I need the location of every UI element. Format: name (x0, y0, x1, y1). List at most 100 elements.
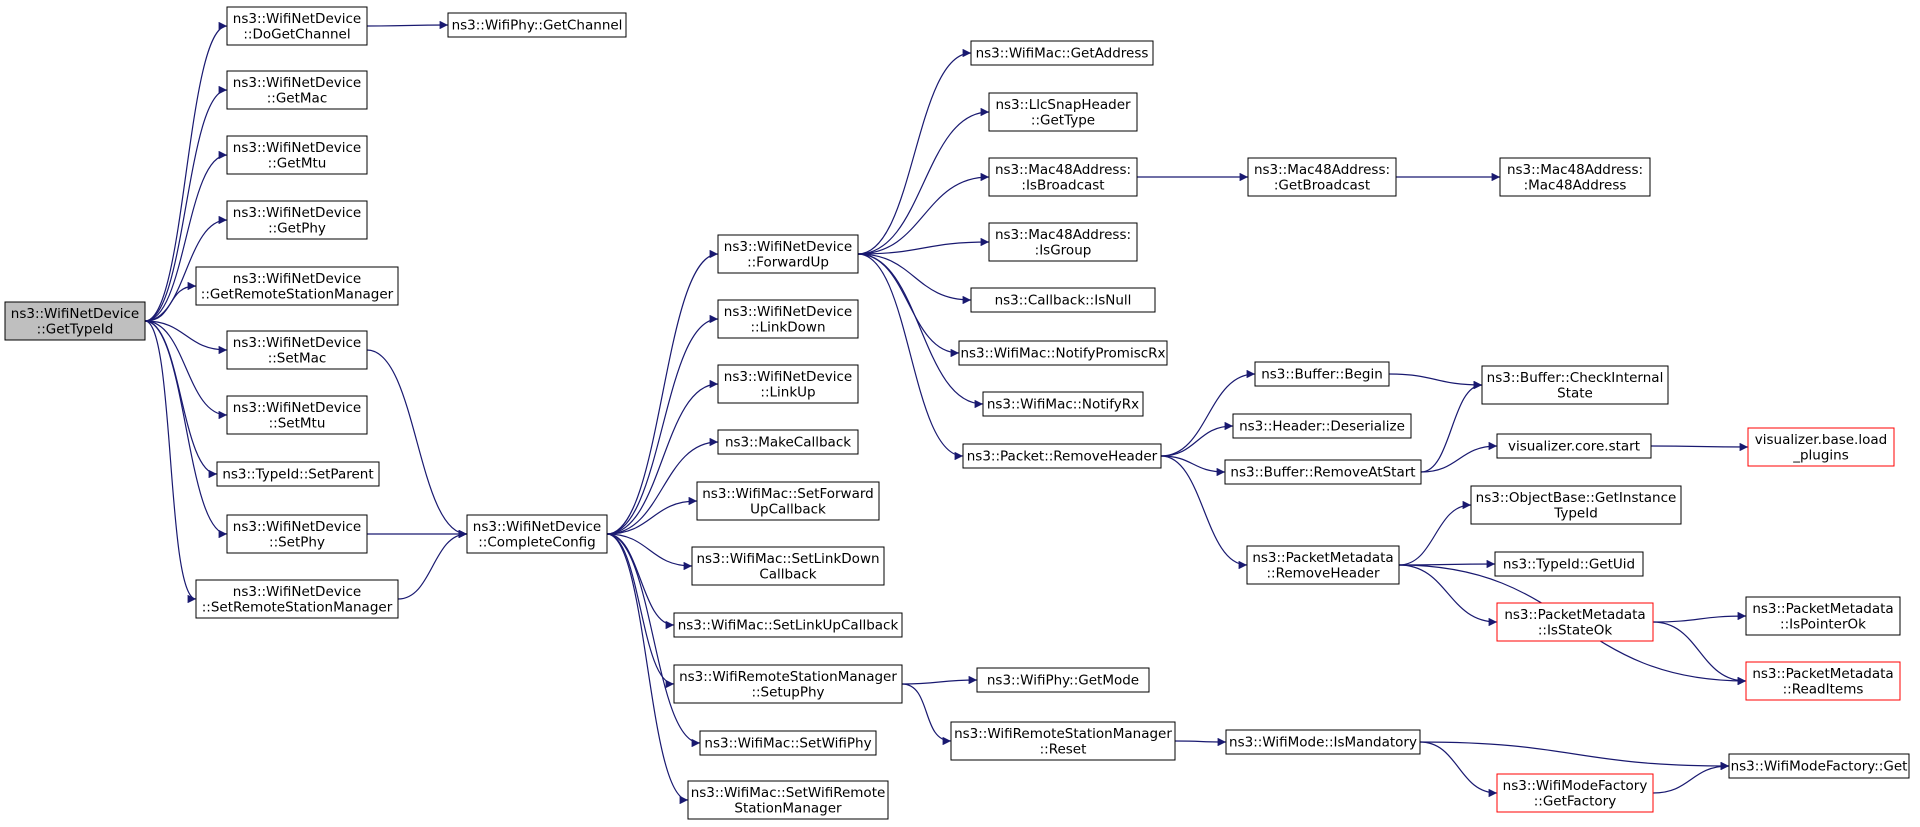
node-forward-up[interactable]: ns3::WifiNetDevice::ForwardUp (717, 234, 859, 274)
node-label-line: ns3::WifiMac::SetForward (702, 486, 873, 502)
node-type-id-get-uid[interactable]: ns3::TypeId::GetUid (1494, 551, 1644, 577)
node-mode-factory-get[interactable]: ns3::WifiModeFactory::Get (1728, 753, 1910, 779)
node-set-mac[interactable]: ns3::WifiNetDevice::SetMac (226, 330, 368, 370)
node-set-link-up-cb[interactable]: ns3::WifiMac::SetLinkUpCallback (673, 612, 903, 638)
node-set-wifi-rsm[interactable]: ns3::WifiMac::SetWifiRemoteStationManage… (687, 780, 889, 820)
node-root[interactable]: ns3::WifiNetDevice::GetTypeId (4, 301, 146, 341)
node-label-line: ns3::WifiModeFactory::Get (1731, 759, 1908, 775)
node-make-callback[interactable]: ns3::MakeCallback (717, 429, 859, 455)
node-link-down[interactable]: ns3::WifiNetDevice::LinkDown (717, 299, 859, 339)
edge-is-mandatory-to-get-factory (1419, 741, 1498, 798)
edge-set-rsm-to-complete-config (397, 529, 468, 600)
node-hdr-deserialize[interactable]: ns3::Header::Deserialize (1232, 413, 1412, 439)
node-set-mtu[interactable]: ns3::WifiNetDevice::SetMtu (226, 395, 368, 435)
node-label-line: ns3::WifiNetDevice (724, 369, 852, 385)
node-complete-config[interactable]: ns3::WifiNetDevice::CompleteConfig (466, 514, 608, 554)
node-set-phy[interactable]: ns3::WifiNetDevice::SetPhy (226, 514, 368, 554)
node-buf-begin[interactable]: ns3::Buffer::Begin (1254, 361, 1390, 387)
node-is-mandatory[interactable]: ns3::WifiMode::IsMandatory (1225, 729, 1421, 755)
node-label-line: ::ForwardUp (747, 254, 829, 270)
node-label-line: ns3::WifiPhy::GetMode (987, 673, 1139, 689)
node-notify-promisc-rx[interactable]: ns3::WifiMac::NotifyPromiscRx (958, 340, 1168, 366)
node-box (447, 12, 627, 38)
edge-pm-remove-header-to-get-instance-type-id (1398, 500, 1472, 566)
node-label-line: TypeId (1553, 505, 1598, 521)
node-label-line: ns3::Buffer::CheckInternal (1487, 370, 1664, 386)
node-set-parent[interactable]: ns3::TypeId::SetParent (216, 461, 380, 487)
node-setup-phy[interactable]: ns3::WifiRemoteStationManager::SetupPhy (673, 664, 903, 704)
node-notify-rx[interactable]: ns3::WifiMac::NotifyRx (982, 391, 1144, 417)
node-rsm-reset[interactable]: ns3::WifiRemoteStationManager::Reset (950, 721, 1176, 761)
node-phy-get-channel[interactable]: ns3::WifiPhy::GetChannel (447, 12, 627, 38)
node-pm-read-items[interactable]: ns3::PacketMetadata::ReadItems (1745, 661, 1901, 701)
node-get-mtu[interactable]: ns3::WifiNetDevice::GetMtu (226, 135, 368, 175)
node-label-line: ::GetMtu (268, 155, 327, 171)
node-buf-remove-at-start[interactable]: ns3::Buffer::RemoveAtStart (1224, 459, 1422, 485)
node-box (1224, 459, 1422, 485)
edge-root-to-get-phy (144, 215, 228, 322)
node-viz-start[interactable]: visualizer.core.start (1496, 433, 1652, 459)
edge-get-factory-to-mode-factory-get (1652, 761, 1730, 794)
node-label-line: ns3::Mac48Address: (995, 227, 1131, 243)
node-pkt-remove-header[interactable]: ns3::Packet::RemoveHeader (962, 443, 1162, 469)
node-get-factory[interactable]: ns3::WifiModeFactory::GetFactory (1496, 773, 1654, 813)
edge-pm-remove-header-to-pm-is-state-ok (1398, 564, 1498, 627)
node-is-group[interactable]: ns3::Mac48Address::IsGroup (988, 222, 1138, 262)
node-box (687, 780, 889, 820)
node-viz-load-plugins[interactable]: visualizer.base.load_plugins (1747, 427, 1895, 467)
node-cb-is-null[interactable]: ns3::Callback::IsNull (970, 287, 1156, 313)
edge-root-to-set-mac (144, 320, 228, 355)
node-label-line: ::SetMtu (269, 415, 326, 431)
node-label-line: ns3::Header::Deserialize (1239, 419, 1405, 435)
node-is-broadcast[interactable]: ns3::Mac48Address::IsBroadcast (988, 157, 1138, 197)
node-label-line: ::RemoveHeader (1266, 565, 1379, 581)
node-do-get-channel[interactable]: ns3::WifiNetDevice::DoGetChannel (226, 6, 368, 46)
node-label-line: ns3::WifiNetDevice (724, 239, 852, 255)
node-box (988, 222, 1138, 262)
node-pm-is-state-ok[interactable]: ns3::PacketMetadata::IsStateOk (1496, 602, 1654, 642)
edge-is-mandatory-to-mode-factory-get (1419, 741, 1730, 771)
node-set-rsm[interactable]: ns3::WifiNetDevice::SetRemoteStationMana… (195, 579, 399, 619)
node-set-wifi-phy[interactable]: ns3::WifiMac::SetWifiPhy (699, 730, 877, 756)
edge-forward-up-to-is-group (857, 237, 990, 255)
node-box (1246, 545, 1400, 585)
edge-buf-remove-at-start-to-buf-check-internal (1420, 380, 1483, 473)
node-box (1496, 433, 1652, 459)
node-label-line: ns3::PacketMetadata (1252, 550, 1393, 566)
node-pm-remove-header[interactable]: ns3::PacketMetadata::RemoveHeader (1246, 545, 1400, 585)
node-mac-get-address[interactable]: ns3::WifiMac::GetAddress (970, 40, 1154, 66)
node-label-line: ::GetTypeId (37, 321, 114, 337)
node-pm-is-pointer-ok[interactable]: ns3::PacketMetadata::IsPointerOk (1745, 596, 1901, 636)
node-box (226, 514, 368, 554)
edges-layer (144, 20, 1749, 805)
node-llc-get-type[interactable]: ns3::LlcSnapHeader::GetType (988, 92, 1138, 132)
edge-setup-phy-to-rsm-reset (901, 683, 952, 746)
node-box (226, 200, 368, 240)
node-label-line: ns3::Callback::IsNull (995, 293, 1132, 309)
node-get-rsm[interactable]: ns3::WifiNetDevice::GetRemoteStationMana… (195, 266, 399, 306)
node-get-broadcast[interactable]: ns3::Mac48Address::GetBroadcast (1247, 157, 1397, 197)
node-label-line: ns3::WifiMode::IsMandatory (1229, 735, 1417, 751)
node-get-phy[interactable]: ns3::WifiNetDevice::GetPhy (226, 200, 368, 240)
edge-pm-is-state-ok-to-pm-read-items (1652, 621, 1747, 686)
node-label-line: ns3::Buffer::Begin (1261, 367, 1383, 383)
node-link-up[interactable]: ns3::WifiNetDevice::LinkUp (717, 364, 859, 404)
node-label-line: visualizer.base.load (1755, 432, 1887, 448)
node-label-line: ns3::Mac48Address: (1507, 162, 1643, 178)
edge-complete-config-to-link-down (606, 314, 719, 535)
node-label-line: ns3::WifiNetDevice (233, 205, 361, 221)
node-phy-get-mode[interactable]: ns3::WifiPhy::GetMode (976, 667, 1150, 693)
node-label-line: ::Reset (1040, 741, 1087, 757)
node-mac48-ctor[interactable]: ns3::Mac48Address::Mac48Address (1499, 157, 1651, 197)
edge-complete-config-to-link-up (606, 379, 719, 535)
node-box (958, 340, 1168, 366)
node-label-line: :Mac48Address (1524, 177, 1627, 193)
node-get-mac[interactable]: ns3::WifiNetDevice::GetMac (226, 70, 368, 110)
node-box (1254, 361, 1390, 387)
node-label-line: ns3::WifiMac::SetLinkDown (696, 551, 879, 567)
